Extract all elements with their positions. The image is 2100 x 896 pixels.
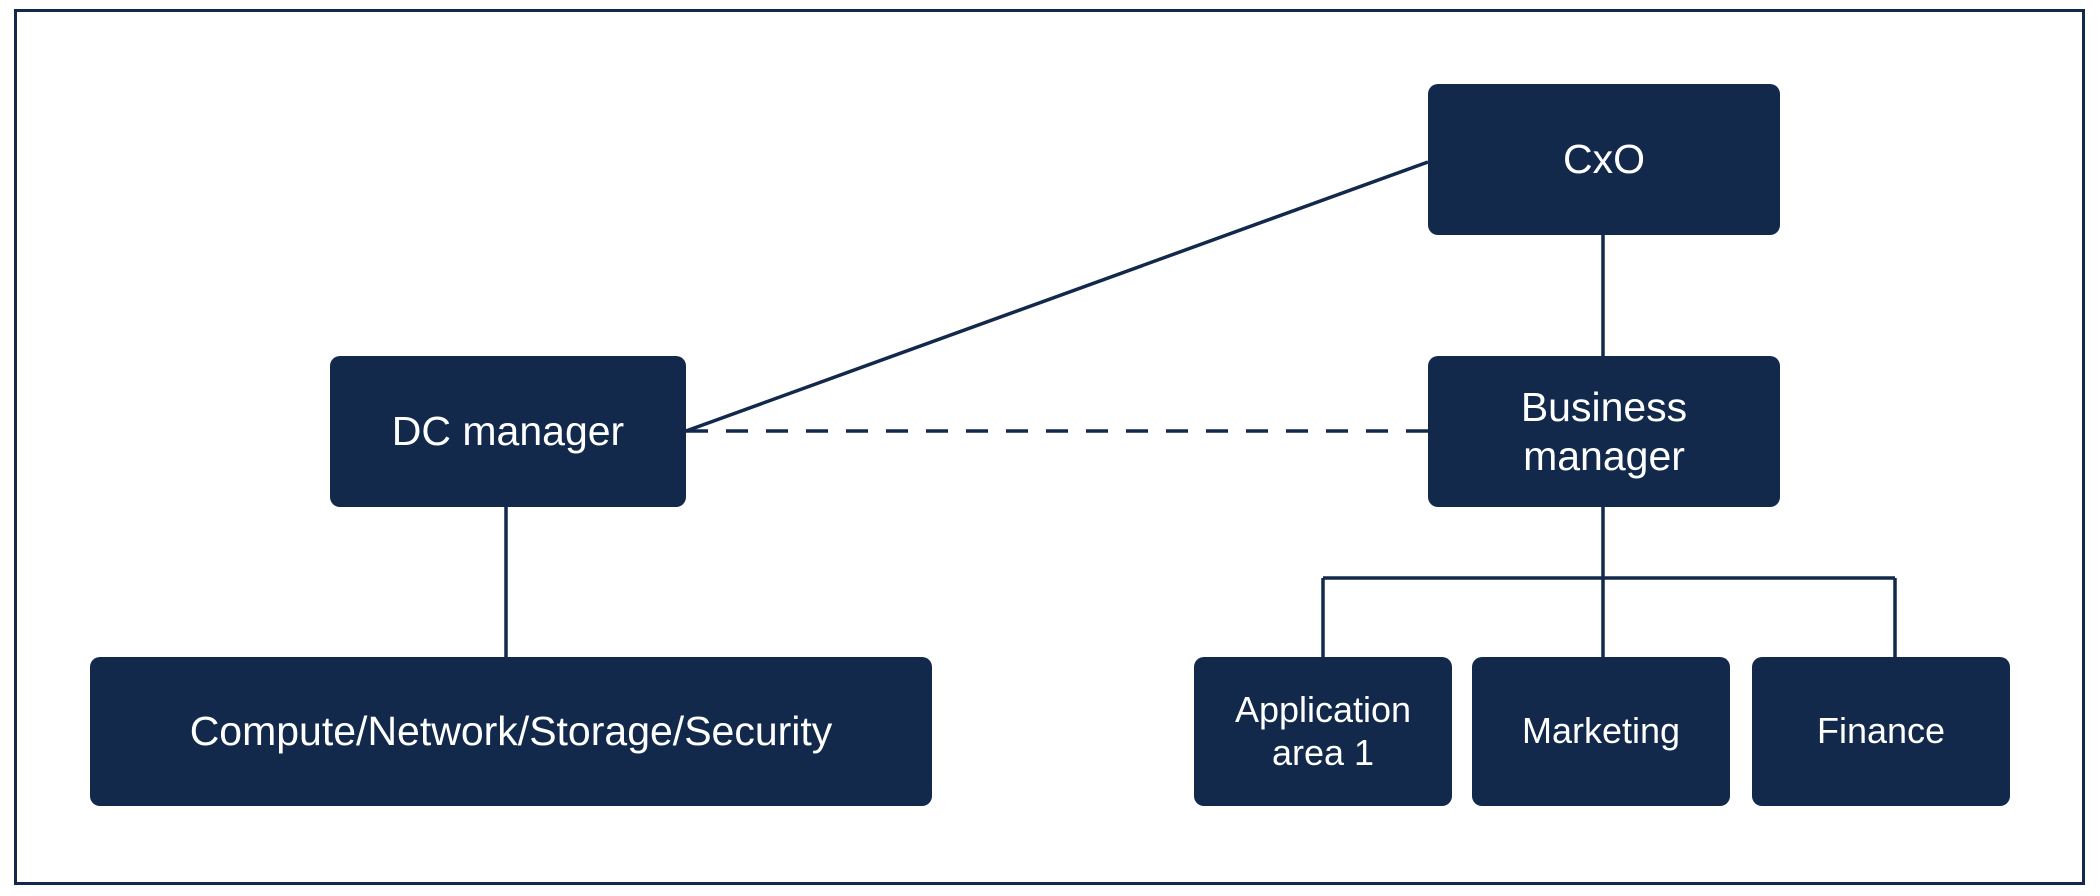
node-finance[interactable]: Finance	[1752, 657, 2010, 806]
node-application-area-1-label: Application area 1	[1234, 689, 1412, 773]
node-cxo[interactable]: CxO	[1428, 84, 1780, 235]
node-marketing-label: Marketing	[1521, 710, 1681, 752]
diagram-frame-border	[14, 9, 2085, 885]
node-business-manager[interactable]: Business manager	[1428, 356, 1780, 507]
node-marketing[interactable]: Marketing	[1472, 657, 1730, 806]
edge-cxo-to-dc-manager	[685, 160, 1429, 433]
node-dc-manager-label: DC manager	[391, 408, 625, 455]
node-dc-manager[interactable]: DC manager	[330, 356, 686, 507]
node-cxo-label: CxO	[1563, 136, 1645, 183]
node-infrastructure-label: Compute/Network/Storage/Security	[189, 708, 833, 755]
node-application-area-1[interactable]: Application area 1	[1194, 657, 1452, 806]
node-infrastructure[interactable]: Compute/Network/Storage/Security	[90, 657, 932, 806]
node-finance-label: Finance	[1816, 710, 1946, 752]
node-business-manager-label: Business manager	[1520, 384, 1688, 479]
